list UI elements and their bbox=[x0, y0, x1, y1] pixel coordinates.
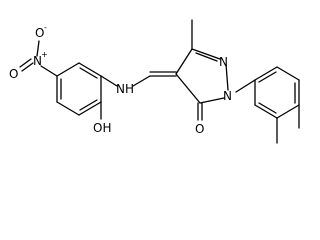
n-aryl-bond bbox=[235, 79, 256, 93]
nitro-oxygen-top-charge: - bbox=[44, 23, 47, 32]
chemical-structure-diagram: N + O - O NH OH N N O bbox=[9, 19, 300, 144]
amine-linker bbox=[100, 75, 151, 87]
nitro-nitrogen-label: N bbox=[33, 54, 42, 68]
nitrophenol-ring bbox=[56, 62, 102, 116]
nitro-oxygen-left-label: O bbox=[9, 67, 18, 81]
amine-nh-label: NH bbox=[116, 82, 134, 96]
carbonyl-oxygen-label: O bbox=[195, 122, 204, 136]
dimethylphenyl-ring bbox=[254, 66, 300, 119]
nitro-nitrogen-charge: + bbox=[41, 50, 48, 59]
pyrazolone-nitrogen-1-label: N bbox=[219, 55, 228, 69]
methylidene-double-bond bbox=[149, 71, 177, 77]
hydroxyl-label: OH bbox=[93, 121, 111, 135]
pyrazolone-ring bbox=[175, 48, 229, 104]
pyrazolone-nitrogen-2-label: N bbox=[223, 89, 232, 103]
nitro-group bbox=[19, 40, 58, 77]
carbonyl-group bbox=[197, 102, 203, 121]
nitro-oxygen-top-label: O bbox=[35, 26, 44, 40]
aryl-methyl-bonds bbox=[276, 104, 300, 144]
